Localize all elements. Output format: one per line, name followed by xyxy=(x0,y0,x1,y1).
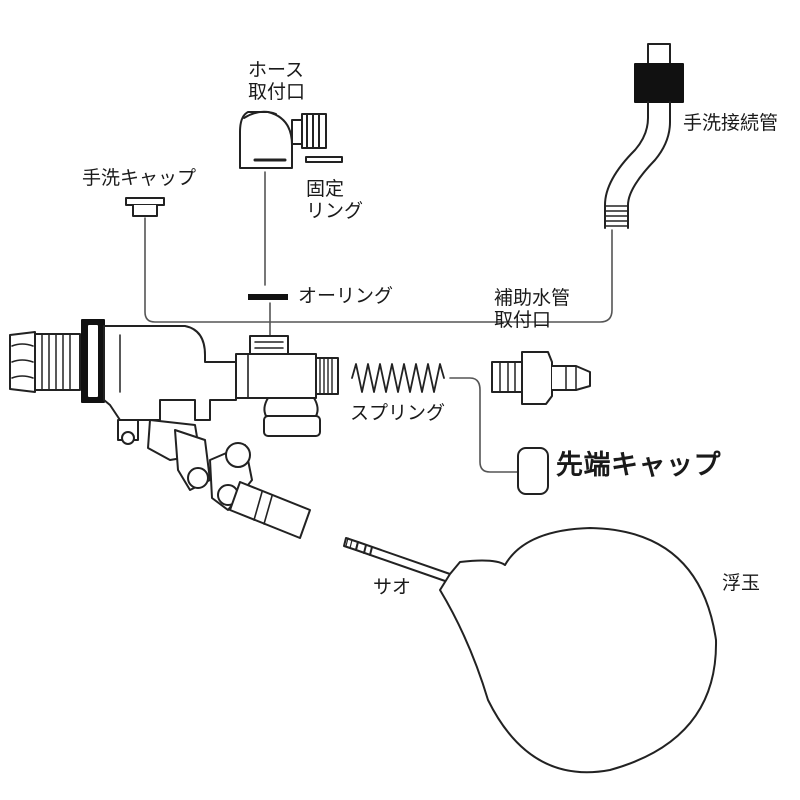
label-aux-pipe-line2: 取付口 xyxy=(494,309,552,331)
spring-part xyxy=(351,363,445,393)
aux-pipe-fitting xyxy=(491,351,591,405)
valve-body xyxy=(9,319,339,539)
leader-handwash-cap xyxy=(144,217,271,323)
label-tip-cap: 先端キャップ xyxy=(556,450,721,481)
label-fixing-ring-line2: リング xyxy=(306,200,364,222)
leader-spring xyxy=(449,377,519,473)
label-hose-mount-line1: ホース xyxy=(248,59,305,81)
label-float: 浮玉 xyxy=(722,572,761,594)
tip-cap-part xyxy=(517,447,549,495)
fixing-ring-part xyxy=(305,156,343,163)
float-ball-part xyxy=(439,527,718,774)
label-aux-pipe-mount: 補助水管 取付口 xyxy=(494,287,570,331)
label-spring: スプリング xyxy=(350,402,446,424)
label-fixing-ring-line1: 固定 xyxy=(306,178,345,200)
label-aux-pipe-line1: 補助水管 xyxy=(494,287,571,309)
label-handwash-pipe: 手洗接続管 xyxy=(683,112,779,134)
label-fixing-ring: 固定 リング xyxy=(306,178,363,222)
leader-aux-pipe xyxy=(269,229,613,323)
label-o-ring: オーリング xyxy=(298,285,394,307)
hose-elbow xyxy=(239,110,327,169)
o-ring-part xyxy=(248,294,288,300)
handwash-cap-part xyxy=(125,197,165,217)
handwash-pipe-part xyxy=(604,43,684,229)
leader-lines xyxy=(144,171,613,473)
label-hose-mount: ホース 取付口 xyxy=(248,59,305,103)
label-rod: サオ xyxy=(373,576,412,598)
label-hose-mount-line2: 取付口 xyxy=(248,81,306,103)
label-handwash-cap: 手洗キャップ xyxy=(82,167,197,189)
